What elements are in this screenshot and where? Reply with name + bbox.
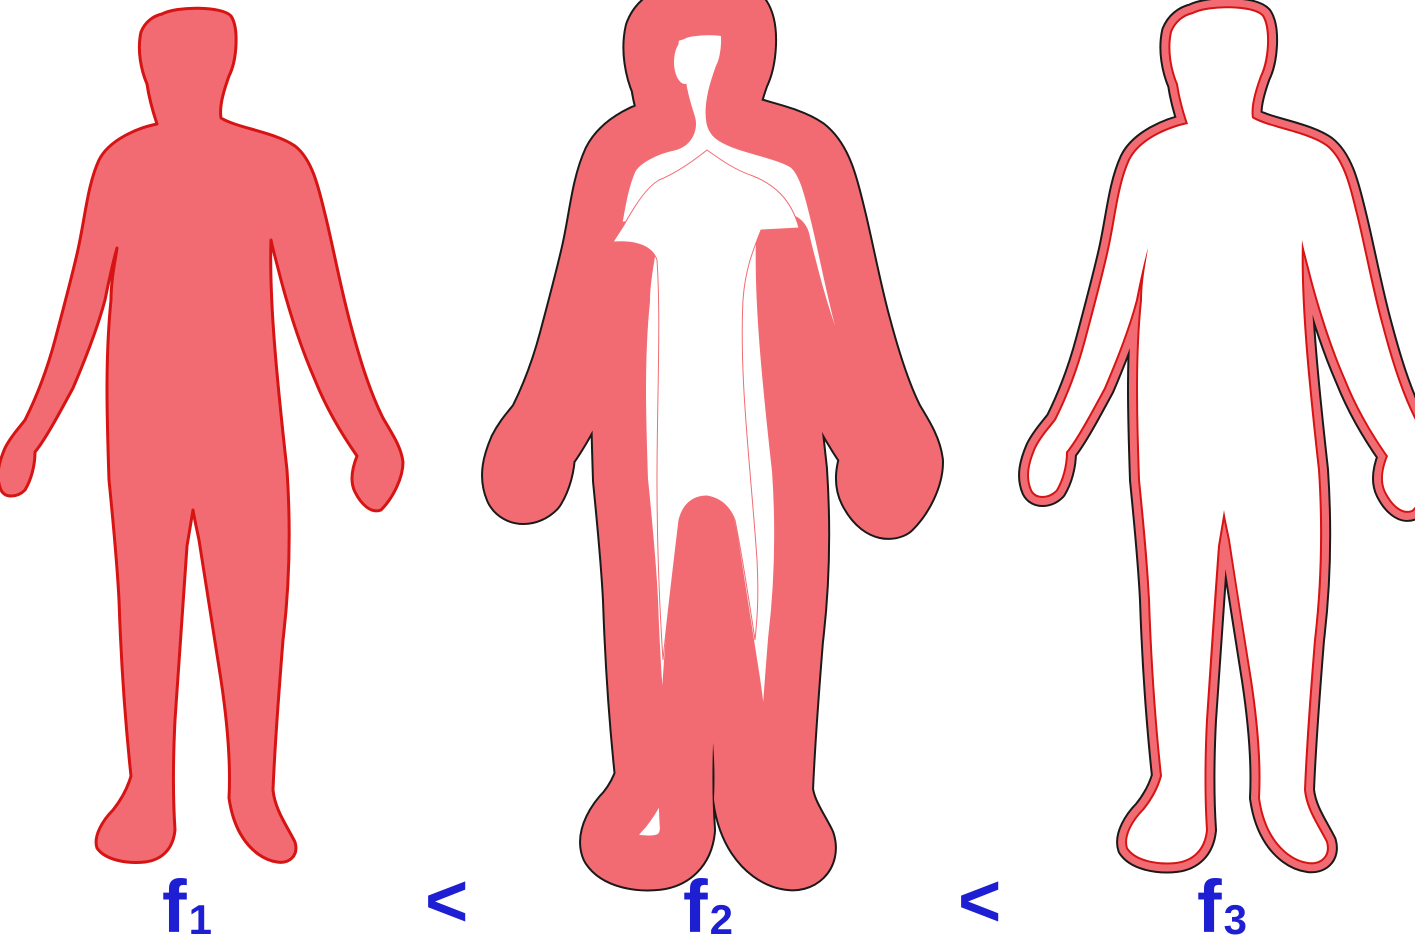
- label-f3: f3: [1197, 870, 1247, 944]
- label-f2-subscript: 2: [710, 896, 733, 943]
- label-f2-name: f: [683, 865, 708, 948]
- label-f1-subscript: 1: [189, 896, 212, 943]
- less-than-2: <: [958, 864, 1001, 938]
- label-f1-name: f: [162, 865, 187, 948]
- less-than-1: <: [425, 864, 468, 938]
- head-hole-f2: [674, 40, 696, 84]
- silhouette-f3: [1029, 8, 1415, 862]
- label-f3-name: f: [1197, 865, 1222, 948]
- label-f1: f1: [162, 870, 212, 944]
- label-f2: f2: [683, 870, 733, 944]
- label-f3-subscript: 3: [1224, 896, 1247, 943]
- silhouette-f1: [0, 8, 403, 862]
- silhouette-f2: [510, 8, 915, 862]
